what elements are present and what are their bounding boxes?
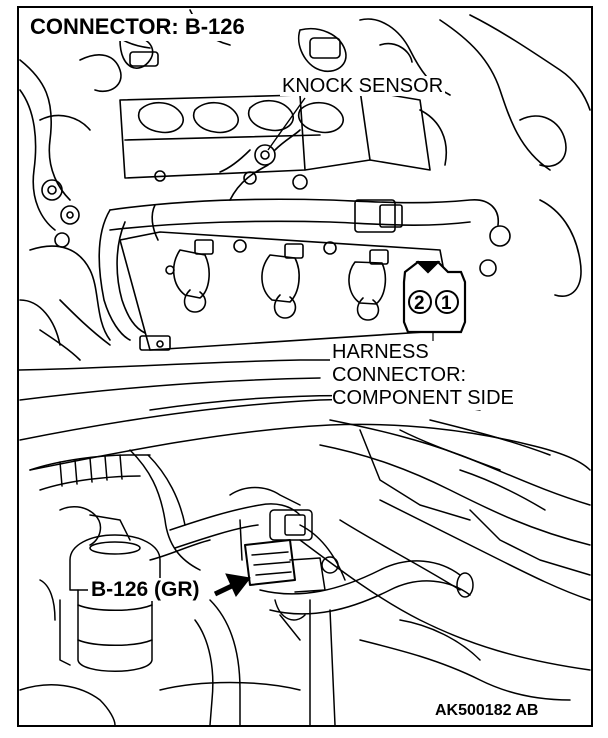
harness-label-line: HARNESS: [332, 341, 429, 363]
harness-label-line: COMPONENT SIDE: [332, 387, 514, 409]
knock-sensor-label: KNOCK SENSOR: [280, 75, 446, 97]
connector-callout-label: B-126 (GR): [88, 578, 203, 601]
panel-divider: [18, 359, 330, 371]
connector-pin: 2: [414, 293, 425, 314]
harness-connector-diagram: [402, 260, 467, 334]
connector-pin: 1: [441, 293, 452, 314]
harness-connector-label: HARNESS CONNECTOR: COMPONENT SIDE: [332, 341, 514, 410]
page-title: CONNECTOR: B-126: [28, 14, 249, 41]
harness-label-line: CONNECTOR:: [332, 364, 467, 386]
knock-sensor-leader: [267, 97, 306, 151]
connector-arrow: [213, 573, 251, 597]
engine-bay-view: [19, 377, 591, 726]
pin-2-circle: [408, 290, 432, 314]
figure-code: AK500182 AB: [435, 702, 539, 719]
pin-1-circle: [435, 290, 459, 314]
